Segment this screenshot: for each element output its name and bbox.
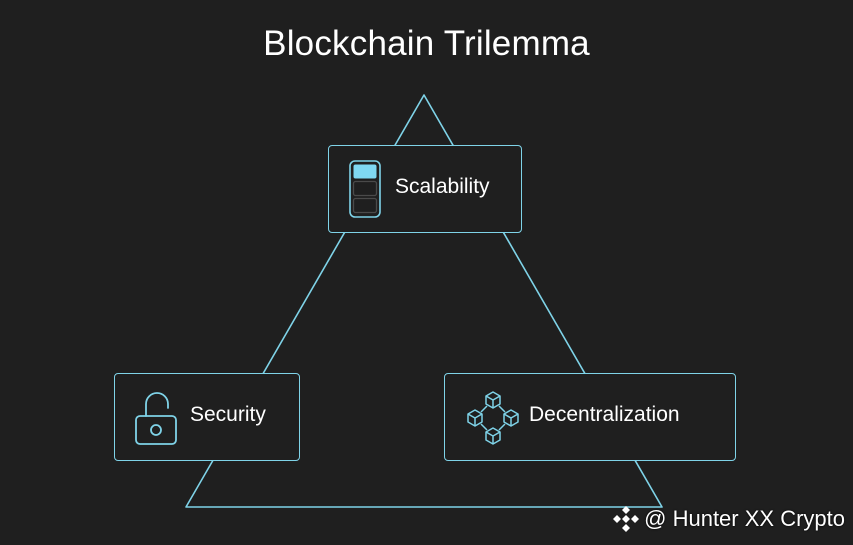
diagram-title: Blockchain Trilemma xyxy=(263,24,590,63)
security-node: Security xyxy=(114,373,300,461)
watermark-text: @ Hunter XX Crypto xyxy=(644,506,845,531)
decentralization-node: Decentralization xyxy=(444,373,736,461)
triangle-path xyxy=(185,94,663,508)
security-label: Security xyxy=(190,403,266,426)
scalability-label: Scalability xyxy=(395,175,490,198)
binance-diamond-logo xyxy=(612,505,640,533)
scalability-node: Scalability xyxy=(328,145,522,233)
battery-bars-icon xyxy=(348,160,382,225)
unlocked-padlock-icon xyxy=(134,388,180,451)
decentralization-label: Decentralization xyxy=(529,403,680,426)
network-cubes-icon xyxy=(465,388,521,453)
watermark: @ Hunter XX Crypto xyxy=(612,505,845,533)
